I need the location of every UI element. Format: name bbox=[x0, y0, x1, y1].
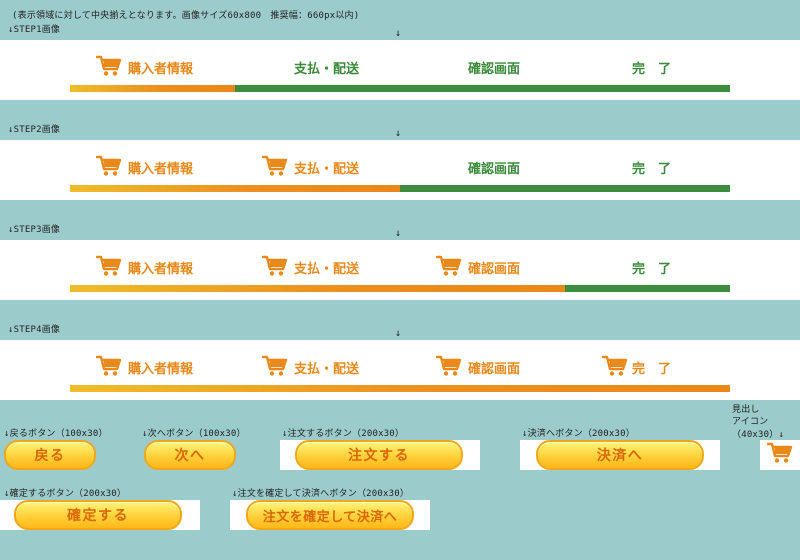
back-button[interactable]: 戻る bbox=[4, 440, 96, 470]
progress-fill bbox=[70, 185, 400, 192]
shopping-cart-icon bbox=[96, 255, 122, 281]
shopping-cart-icon bbox=[96, 155, 122, 181]
step-1-banner: 購入者情報 支払・配送 確認画面 完 了 bbox=[0, 40, 800, 100]
next-button-caption: ↓次へボタン（100x30） bbox=[142, 429, 246, 439]
pay-button-caption: ↓決済へボタン（200x30） bbox=[522, 429, 635, 439]
step-item-label: 支払・配送 bbox=[294, 262, 360, 277]
back-button-caption: ↓戻るボタン（100x30） bbox=[4, 429, 108, 439]
heading-icon-caption-2: アイコン bbox=[732, 417, 769, 427]
shopping-cart-icon bbox=[767, 442, 793, 468]
shopping-cart-icon bbox=[96, 355, 122, 381]
step-item-label: 購入者情報 bbox=[128, 162, 194, 177]
next-button[interactable]: 次へ bbox=[144, 440, 236, 470]
heading-icon-caption-3: （40x30）↓ bbox=[732, 430, 785, 440]
step-3-caption: ↓STEP3画像 bbox=[8, 225, 61, 235]
step-4-caption: ↓STEP4画像 bbox=[8, 325, 61, 335]
progress-fill bbox=[70, 285, 565, 292]
step-item-label: 購入者情報 bbox=[128, 362, 194, 377]
progress-bar bbox=[70, 185, 730, 192]
down-arrow-icon: ↓ bbox=[395, 128, 402, 139]
heading-icon-caption-1: 見出し bbox=[732, 405, 760, 415]
step-item-label: 完 了 bbox=[632, 362, 672, 377]
step-2-caption: ↓STEP2画像 bbox=[8, 125, 61, 135]
down-arrow-icon: ↓ bbox=[395, 228, 402, 239]
step-item-label: 支払・配送 bbox=[294, 162, 360, 177]
step-item-label: 購入者情報 bbox=[128, 62, 194, 77]
order-button[interactable]: 注文する bbox=[295, 440, 463, 470]
step-item-label: 完 了 bbox=[632, 262, 672, 277]
confirm-pay-button-caption: ↓注文を確定して決済へボタン（200x30） bbox=[232, 489, 410, 499]
step-item-label: 確認画面 bbox=[468, 262, 521, 277]
heading-icon-box bbox=[760, 440, 800, 470]
order-button-caption: ↓注文するボタン（200x30） bbox=[282, 429, 405, 439]
step-item-label: 確認画面 bbox=[468, 62, 521, 77]
shopping-cart-icon bbox=[262, 255, 288, 281]
pay-button[interactable]: 決済へ bbox=[536, 440, 704, 470]
shopping-cart-icon bbox=[262, 355, 288, 381]
shopping-cart-icon bbox=[602, 355, 628, 381]
step-item-label: 完 了 bbox=[632, 62, 672, 77]
shopping-cart-icon bbox=[436, 355, 462, 381]
step-item-label: 購入者情報 bbox=[128, 262, 194, 277]
shopping-cart-icon bbox=[96, 55, 122, 81]
shopping-cart-icon bbox=[262, 155, 288, 181]
step-item-label: 完 了 bbox=[632, 162, 672, 177]
shopping-cart-icon bbox=[436, 255, 462, 281]
step-4-banner: 購入者情報 支払・配送 確認画面 完 了 bbox=[0, 340, 800, 400]
step-item-label: 確認画面 bbox=[468, 362, 521, 377]
step-3-banner: 購入者情報 支払・配送 確認画面 完 了 bbox=[0, 240, 800, 300]
progress-bar bbox=[70, 385, 730, 392]
confirm-pay-button[interactable]: 注文を確定して決済へ bbox=[246, 500, 414, 530]
confirm-button-caption: ↓確定するボタン（200x30） bbox=[4, 489, 127, 499]
step-item-label: 支払・配送 bbox=[294, 362, 360, 377]
step-item-label: 支払・配送 bbox=[294, 62, 360, 77]
down-arrow-icon: ↓ bbox=[395, 328, 402, 339]
progress-fill bbox=[70, 385, 730, 392]
step-1-caption: ↓STEP1画像 bbox=[8, 25, 61, 35]
step-2-banner: 購入者情報 支払・配送 確認画面 完 了 bbox=[0, 140, 800, 200]
confirm-button[interactable]: 確定する bbox=[14, 500, 182, 530]
progress-bar bbox=[70, 285, 730, 292]
header-note: (表示領域に対して中央揃えとなります。画像サイズ60x800 推奨幅：660px… bbox=[12, 11, 360, 21]
step-item-label: 確認画面 bbox=[468, 162, 521, 177]
progress-bar bbox=[70, 85, 730, 92]
progress-fill bbox=[70, 85, 235, 92]
down-arrow-icon: ↓ bbox=[395, 28, 402, 39]
